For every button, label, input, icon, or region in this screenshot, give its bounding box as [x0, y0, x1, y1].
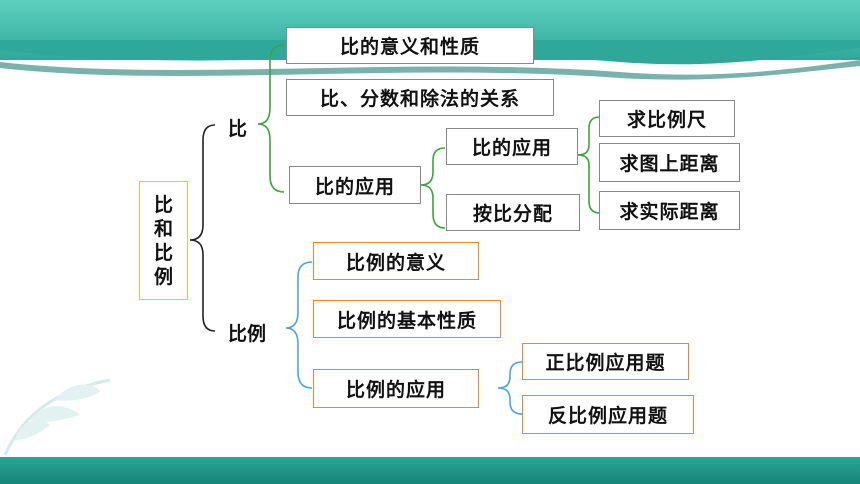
node-bili-basic: 比例的基本性质: [313, 300, 501, 338]
bi-app-children-brace: [577, 116, 601, 214]
node-bi-application: 比的应用: [289, 166, 421, 204]
node-scale: 求比例尺: [599, 100, 735, 137]
root-char: 例: [153, 265, 173, 288]
node-bili-application: 比例的应用: [313, 369, 479, 408]
node-inverse-proportion: 反比例应用题: [522, 395, 694, 434]
node-direct-proportion: 正比例应用题: [522, 343, 689, 380]
node-bi-relation: 比、分数和除法的关系: [286, 79, 554, 116]
branch-label-bi: 比: [228, 118, 248, 140]
node-bi-distribute: 按比分配: [446, 194, 580, 231]
root-char: 比: [153, 193, 173, 216]
leaf-vine-decoration: [3, 378, 111, 456]
bi-brace: [257, 44, 285, 193]
root-brace: [189, 124, 216, 332]
node-bi-app: 比的应用: [446, 128, 578, 165]
bili-brace: [285, 261, 313, 389]
node-map-distance: 求图上距离: [599, 143, 740, 182]
root-node: 比 和 比 例: [139, 181, 188, 300]
bili-app-brace: [497, 361, 523, 415]
node-bi-meaning: 比的意义和性质: [286, 27, 534, 64]
root-char: 比: [153, 241, 173, 264]
branch-label-bili: 比例: [228, 323, 267, 345]
node-actual-distance: 求实际距离: [599, 191, 740, 230]
node-bili-meaning: 比例的意义: [313, 242, 479, 280]
root-char: 和: [153, 217, 173, 240]
bottom-banner: [0, 457, 860, 484]
bi-app-brace: [420, 147, 446, 229]
